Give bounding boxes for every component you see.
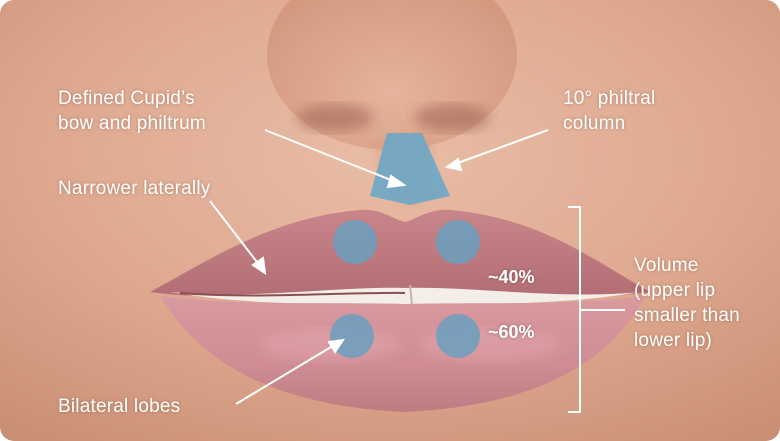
bilateral-lobes-label: Bilateral lobes xyxy=(58,394,180,419)
philtral-column-label: 10° philtral column xyxy=(563,86,655,136)
narrower-laterally-label: Narrower laterally xyxy=(58,176,210,201)
volume-label: Volume (upper lip smaller than lower lip… xyxy=(634,253,740,353)
cupids-bow-label: Defined Cupid’s bow and philtrum xyxy=(58,86,206,136)
upper-left-lobe-marker xyxy=(333,220,377,264)
lower-right-lobe-marker xyxy=(436,314,480,358)
lower-lip-percentage: ~60% xyxy=(488,322,535,343)
upper-right-lobe-marker xyxy=(436,220,480,264)
upper-lip-percentage: ~40% xyxy=(488,267,535,288)
